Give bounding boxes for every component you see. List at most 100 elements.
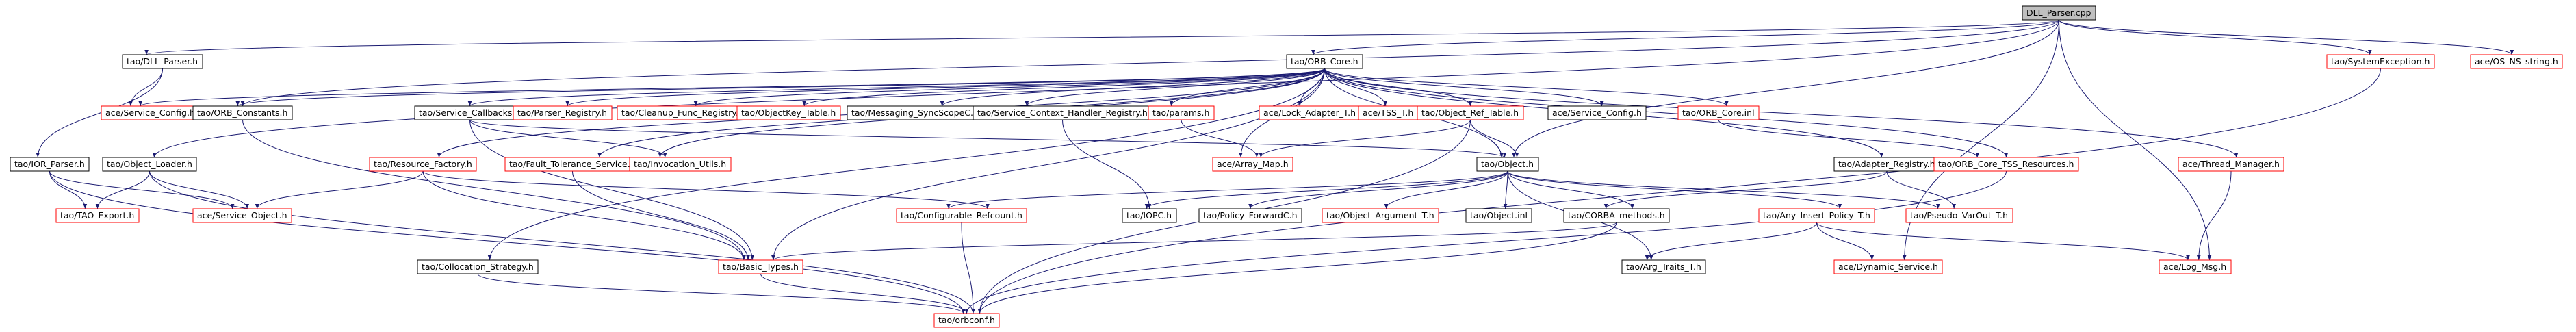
- edge-corba-methods-h-to-basic-types-h: [771, 222, 1617, 261]
- node-object-argument-t-h: tao/Object_Argument_T.h: [1322, 208, 1439, 223]
- node-label: tao/Policy_ForwardC.h: [1203, 210, 1298, 220]
- node-service-context-handler-registry-h: tao/Service_Context_Handler_Registry.h: [973, 105, 1152, 120]
- node-box: [2178, 157, 2284, 172]
- node-label: tao/Object_Argument_T.h: [1326, 210, 1434, 220]
- node-box: [1621, 259, 1706, 274]
- node-box: [1547, 105, 1647, 120]
- node-label: tao/Object_Ref_Table.h: [1421, 107, 1519, 118]
- node-label: tao/ORB_Core_TSS_Resources.h: [1938, 159, 2074, 169]
- node-box: [1465, 208, 1532, 223]
- edge-orb-core-h-to-cleanup-func-registry-h: [694, 68, 1325, 107]
- edge-object-h-to-object-argument-t-h: [1384, 170, 1508, 209]
- node-box: [122, 54, 203, 69]
- node-box: [1677, 105, 1760, 120]
- edge-corba-methods-h-to-orbconf-h: [977, 222, 1617, 314]
- node-basic-types-h: tao/Basic_Types.h: [718, 259, 803, 274]
- edge-orb-core-h-to-objectkey-table-h: [802, 68, 1325, 107]
- node-label: tao/TAO_Export.h: [60, 210, 134, 220]
- node-label: tao/Adapter_Registry.h: [1838, 159, 1935, 169]
- node-box: [1148, 105, 1215, 120]
- edge-any-insert-policy-t-h-to-arg-traits-t-h: [1645, 222, 1817, 261]
- node-cleanup-func-registry-h: tao/Cleanup_Func_Registry.h: [617, 105, 749, 120]
- node-box: [55, 208, 140, 223]
- node-any-insert-policy-t-h: tao/Any_Insert_Policy_T.h: [1758, 208, 1875, 223]
- edge-object-loader-h-to-orbconf-h: [149, 170, 975, 314]
- node-service-object-h: ace/Service_Object.h: [192, 208, 292, 223]
- node-collocation-strategy-h: tao/Collocation_Strategy.h: [417, 259, 539, 274]
- node-configurable-refcount-h: tao/Configurable_Refcount.h: [896, 208, 1027, 223]
- node-log-msg-h: ace/Log_Msg.h: [2159, 259, 2232, 274]
- edge-resource-factory-h-to-basic-types-h: [422, 170, 746, 261]
- node-box: [102, 157, 197, 172]
- node-box: [1905, 208, 2013, 223]
- edge-dll-parser-cpp-to-object-h: [1512, 19, 2059, 158]
- node-label: tao/orbconf.h: [938, 315, 995, 325]
- node-label: ace/Thread_Manager.h: [2182, 159, 2280, 169]
- node-label: tao/Invocation_Utils.h: [634, 159, 726, 169]
- node-box: [369, 157, 477, 172]
- edge-ior-parser-h-to-service-object-h: [49, 170, 235, 209]
- node-parser-registry-h: tao/Parser_Registry.h: [513, 105, 613, 120]
- node-label: tao/IOPC.h: [1126, 210, 1172, 220]
- edge-dll-parser-cpp-to-os-ns-string-h: [2059, 19, 2514, 55]
- node-box: [896, 208, 1027, 223]
- node-resource-factory-h: tao/Resource_Factory.h: [369, 157, 477, 172]
- edge-dll-parser-cpp-to-dll-parser-h: [145, 19, 2059, 55]
- node-pseudo-varout-t-h: tao/Pseudo_VarOut_T.h: [1905, 208, 2013, 223]
- edge-orb-core-tss-resources-h-to-orbconf-h: [964, 170, 2007, 314]
- node-label: ace/TSS_T.h: [1363, 107, 1413, 118]
- edge-adapter-registry-h-to-corba-methods-h: [1603, 170, 1888, 209]
- node-box: [736, 105, 841, 120]
- edge-orb-core-h-to-orb-core-inl: [1324, 68, 1729, 107]
- edge-dll-parser-cpp-to-dynamic-service-h: [1902, 19, 2059, 261]
- edge-service-callbacks-h-to-basic-types-h: [469, 119, 754, 261]
- edge-orb-core-h-to-object-ref-table-h: [1324, 68, 1473, 107]
- node-box: [2022, 5, 2096, 21]
- edge-orb-core-h-to-orb-constants-h: [235, 68, 1325, 107]
- node-label: tao/ORB_Constants.h: [197, 107, 287, 118]
- edge-any-insert-policy-t-h-to-log-msg-h: [1816, 222, 2190, 261]
- node-label: ace/Lock_Adapter_T.h: [1263, 107, 1356, 118]
- node-label: tao/Resource_Factory.h: [374, 159, 472, 169]
- node-box: [1476, 157, 1539, 172]
- node-object-h: tao/Object.h: [1476, 157, 1539, 172]
- node-box: [718, 259, 803, 274]
- node-label: tao/params.h: [1152, 107, 1209, 118]
- node-box: [1833, 259, 1943, 274]
- edge-service-callbacks-h-to-object-h: [469, 119, 1506, 158]
- node-box: [2326, 54, 2435, 69]
- edge-orb-core-h-to-service-context-handler-registry-h: [1025, 68, 1325, 107]
- node-label: tao/Fault_Tolerance_Service.h: [509, 159, 636, 169]
- edge-dll-parser-cpp-to-log-msg-h: [2059, 19, 2212, 261]
- node-box: [10, 157, 90, 172]
- node-label: tao/ORB_Core.h: [1291, 56, 1358, 66]
- node-box: [1563, 208, 1670, 223]
- node-label: tao/Any_Insert_Policy_T.h: [1763, 210, 1870, 220]
- node-label: tao/IOR_Parser.h: [14, 159, 85, 169]
- edge-resource-factory-h-to-configurable-refcount-h: [422, 170, 990, 209]
- node-label: tao/ObjectKey_Table.h: [741, 107, 836, 118]
- node-orbconf-h: tao/orbconf.h: [933, 313, 1000, 328]
- node-label: tao/Object.h: [1481, 159, 1534, 169]
- edge-dll-parser-h-to-service-config-h-ace: [129, 68, 163, 107]
- node-label: tao/Configurable_Refcount.h: [901, 210, 1022, 220]
- edge-orb-core-h-to-service-callbacks-h: [468, 68, 1325, 107]
- edge-orb-core-h-to-service-config-h-plain: [1324, 68, 1604, 107]
- edge-ior-parser-h-to-tao-export-h: [49, 170, 88, 209]
- edge-object-loader-h-to-tao-export-h: [95, 170, 150, 209]
- node-label: DLL_Parser.cpp: [2026, 8, 2091, 18]
- node-iopc-h: tao/IOPC.h: [1122, 208, 1177, 223]
- node-box: [1212, 157, 1293, 172]
- node-box: [513, 105, 613, 120]
- node-orb-core-inl: tao/ORB_Core.inl: [1677, 105, 1760, 120]
- node-label: tao/CORBA_methods.h: [1568, 210, 1665, 220]
- edge-object-ref-table-h-to-array-map-h: [1259, 119, 1471, 158]
- node-label: tao/Messaging_SyncScopeC.h: [851, 107, 979, 118]
- edge-ior-parser-h-to-orbconf-h: [49, 170, 966, 314]
- node-invocation-utils-h: tao/Invocation_Utils.h: [629, 157, 732, 172]
- edge-service-callbacks-h-to-invocation-utils-h: [469, 119, 667, 158]
- edge-orb-constants-h-to-basic-types-h: [242, 119, 746, 261]
- node-label: tao/ORB_Core.inl: [1682, 107, 1755, 118]
- node-service-callbacks-h: tao/Service_Callbacks.h: [414, 105, 526, 120]
- node-label: tao/Parser_Registry.h: [517, 107, 607, 118]
